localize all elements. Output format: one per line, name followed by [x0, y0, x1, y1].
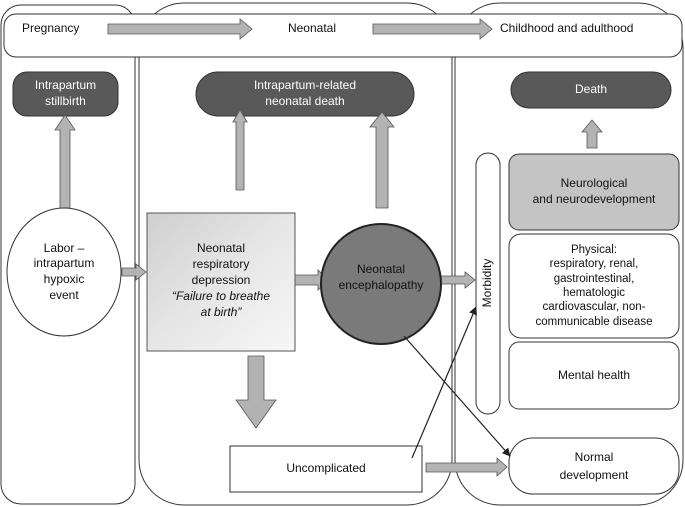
- timeline-pregnancy-label: Pregnancy: [22, 21, 80, 36]
- mental-health-label: Mental health: [557, 367, 631, 382]
- timeline-arrow-2: [372, 18, 493, 40]
- pregnancy-column: [0, 4, 136, 505]
- morbidity-label: Morbidity: [480, 258, 495, 308]
- respiratory-depression-box: [146, 212, 296, 352]
- normal-development-label: Normal development: [559, 450, 629, 482]
- arrow-neuro-to-death: [581, 119, 603, 149]
- arrow-uncomplicated-to-normal: [425, 457, 508, 477]
- arrow-enceph-to-death: [369, 111, 395, 209]
- encephalopathy-circle: [320, 223, 442, 345]
- neonatal-death-label: Intrapartum-related neonatal death: [253, 78, 357, 108]
- neonatal-death-pill: [195, 71, 415, 117]
- mental-health-box: [508, 341, 680, 410]
- timeline-childhood-label: Childhood and adulthood: [500, 21, 634, 36]
- stillbirth-label: Intrapartum stillbirth: [34, 78, 97, 108]
- arrow-resp-to-uncomplicated: [235, 355, 277, 429]
- childhood-column: [454, 2, 684, 506]
- neonatal-column: [138, 2, 453, 506]
- labor-event-ellipse: [6, 207, 122, 337]
- respiratory-depression-label: Neonatal respiratory depression: [191, 240, 251, 287]
- arrow-resp-to-death: [232, 109, 248, 191]
- timeline-arrow-1: [107, 18, 253, 40]
- normal-development-box: [508, 437, 680, 495]
- physical-box: [508, 233, 680, 339]
- arrow-labor-to-stillbirth: [54, 114, 76, 209]
- death-label: Death: [574, 82, 608, 97]
- neurological-box: [508, 153, 680, 231]
- uncomplicated-box: [229, 445, 423, 493]
- uncomplicated-label: Uncomplicated: [286, 461, 366, 476]
- arrow-labor-to-resp: [121, 263, 147, 281]
- neurological-label: Neurological and neurodevelopment: [532, 176, 656, 206]
- encephalopathy-label: Neonatal encephalopathy: [338, 262, 424, 292]
- labor-event-label: Labor – intrapartum hypoxic event: [33, 240, 95, 302]
- respiratory-depression-quote: “Failure to breathe at birth”: [171, 289, 271, 320]
- death-pill: [510, 71, 672, 109]
- morbidity-pill: [475, 152, 501, 415]
- physical-label: Physical: respiratory, renal, gastrointe…: [535, 243, 653, 328]
- respiratory-depression-text: Neonatal respiratory depression “Failure…: [150, 230, 292, 330]
- arrow-uncomplicated-to-morbidity: [411, 306, 477, 459]
- timeline-neonatal-label: Neonatal: [287, 21, 337, 36]
- arrow-enceph-to-normal: [403, 335, 511, 457]
